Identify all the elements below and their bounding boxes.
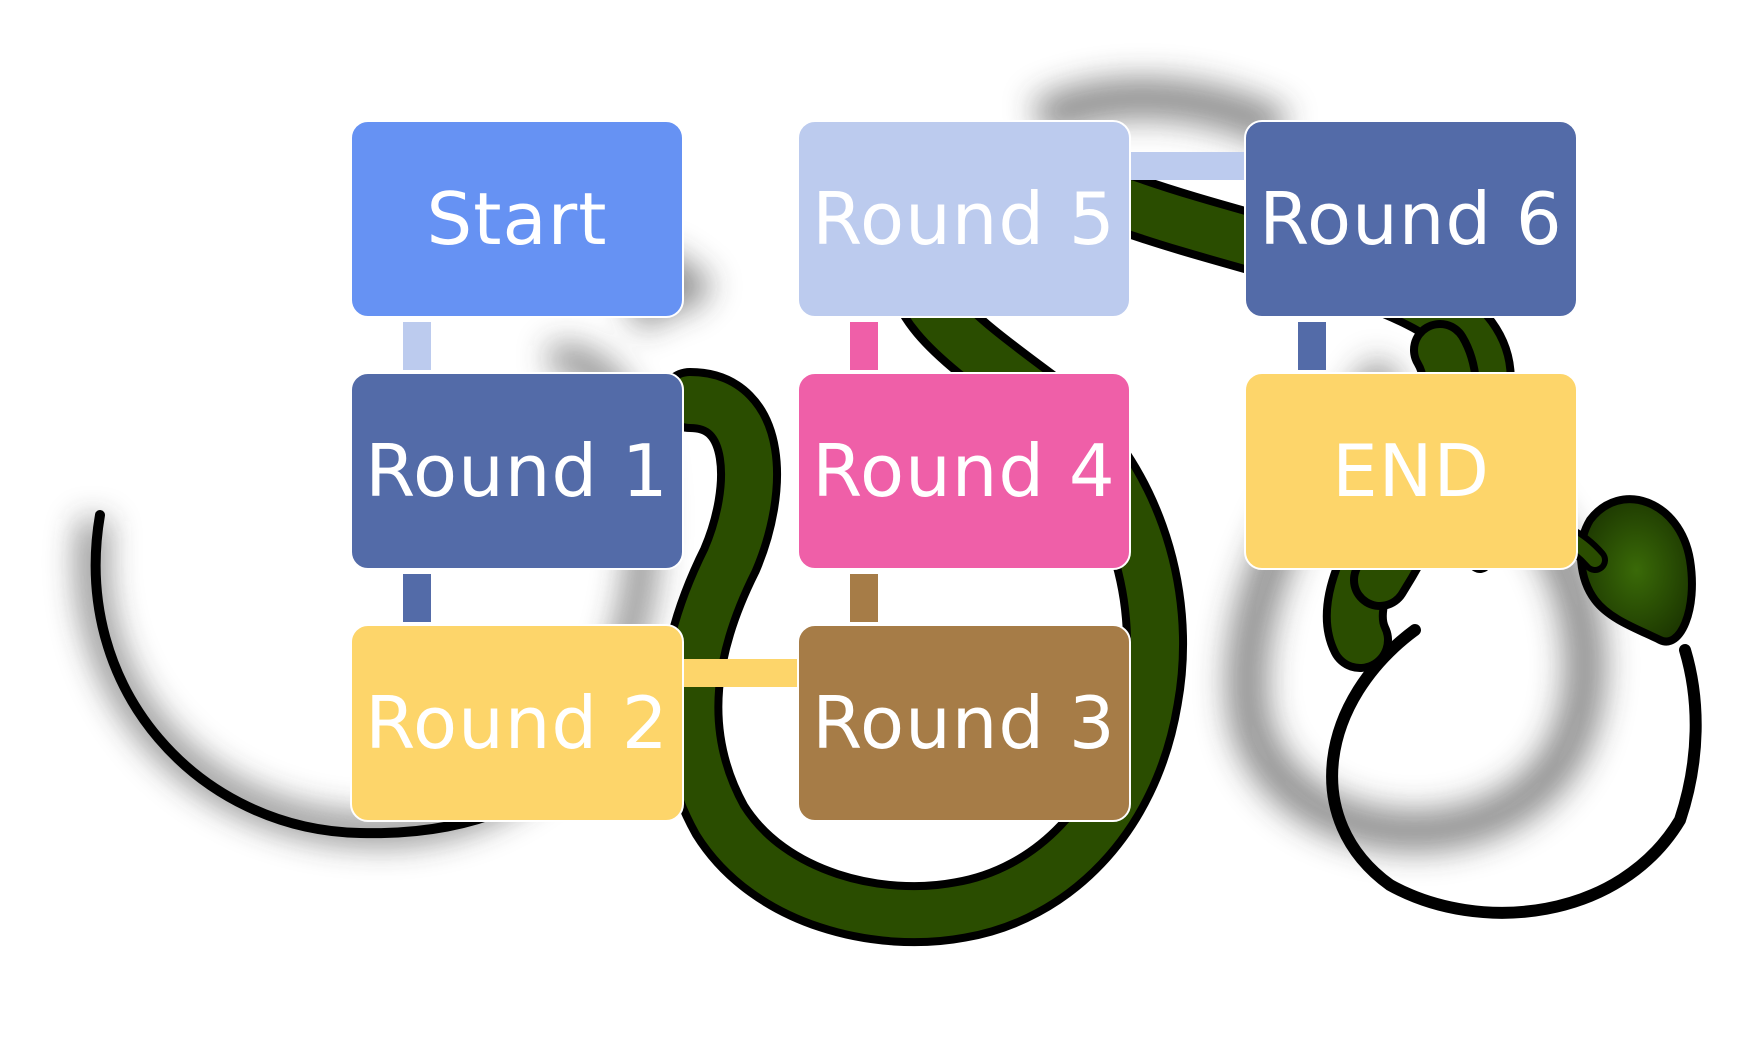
node-label: Start: [426, 177, 608, 261]
node-round6: Round 6: [1244, 120, 1578, 318]
edge-round1-round2: [403, 574, 431, 622]
node-round4: Round 4: [797, 372, 1131, 570]
edge-round5-round6: [1130, 152, 1246, 180]
edge-round6-end: [1298, 322, 1326, 370]
node-label: Round 2: [365, 681, 669, 765]
node-label: END: [1332, 429, 1490, 513]
edge-round3-round4: [850, 574, 878, 622]
node-label: Round 1: [365, 429, 669, 513]
node-start: Start: [350, 120, 684, 318]
node-label: Round 5: [812, 177, 1116, 261]
node-round5: Round 5: [797, 120, 1131, 318]
node-round2: Round 2: [350, 624, 684, 822]
node-round1: Round 1: [350, 372, 684, 570]
node-label: Round 4: [812, 429, 1116, 513]
node-label: Round 6: [1259, 177, 1563, 261]
node-label: Round 3: [812, 681, 1116, 765]
snake-head: [1576, 495, 1696, 646]
node-end: END: [1244, 372, 1578, 570]
node-round3: Round 3: [797, 624, 1131, 822]
edge-round2-round3: [684, 659, 800, 687]
edge-start-round1: [403, 322, 431, 370]
edge-round4-round5: [850, 322, 878, 370]
snake-lower-loop: [1326, 624, 1702, 919]
